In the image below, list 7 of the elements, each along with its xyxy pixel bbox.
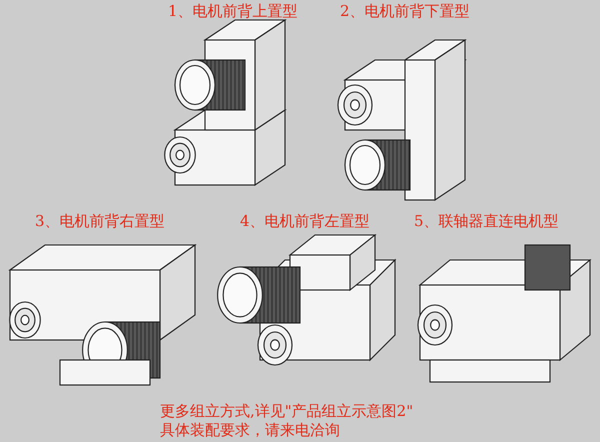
note-text: 更多组立方式,详见"产品组立示意图2"	[160, 402, 414, 420]
note-text: 具体装配要求，请来电洽询	[160, 421, 340, 439]
model-caption: 5、联轴器直连电机型	[414, 212, 559, 230]
model-caption: 1、电机前背上置型	[168, 2, 298, 20]
model-caption: 3、电机前背右置型	[35, 212, 165, 230]
model-caption: 2、电机前背下置型	[340, 2, 470, 20]
model-caption: 4、电机前背左置型	[240, 212, 370, 230]
